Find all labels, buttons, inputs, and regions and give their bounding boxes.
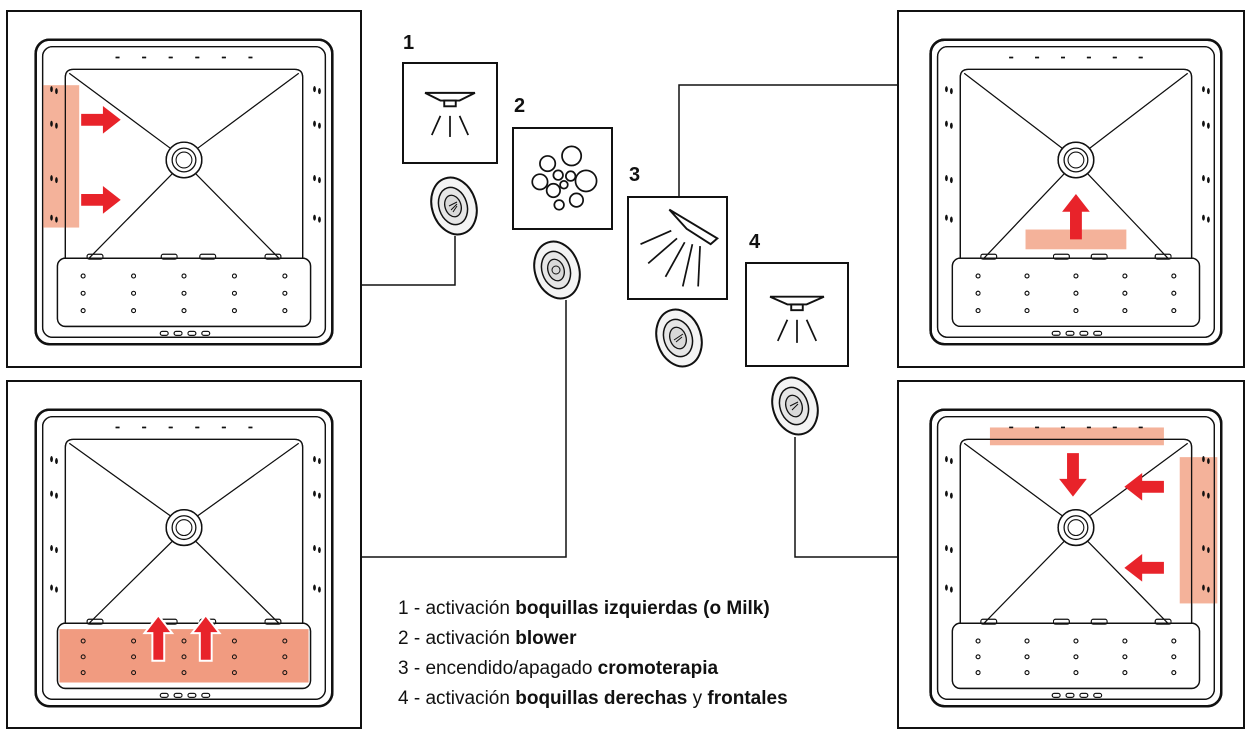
push-button-4[interactable] <box>768 374 822 438</box>
legend-row-2: 2 - activación blower <box>398 628 577 649</box>
tub-panel-chromotherapy <box>897 10 1245 368</box>
button-number-2: 2 <box>514 95 526 117</box>
push-button-2[interactable] <box>530 238 584 302</box>
button-3-icon-box <box>627 196 728 300</box>
push-button-1[interactable] <box>427 174 481 238</box>
legend-row-4: 4 - activación boquillas derechas y fron… <box>398 688 788 709</box>
tilted-spotlight-icon <box>640 208 719 287</box>
bubbles-icon <box>531 145 598 211</box>
button-number-3: 3 <box>629 164 641 186</box>
button-2-icon-box <box>512 127 613 230</box>
single-spotlight-icon <box>424 91 476 137</box>
button-number-4: 4 <box>749 231 761 253</box>
legend: 1 - activación boquillas izquierdas (o M… <box>398 594 788 714</box>
tub-panel-right-front-jets <box>897 380 1245 729</box>
button-number-1: 1 <box>403 32 415 54</box>
tub-panel-blower <box>6 380 362 729</box>
button-1-icon-box <box>402 62 498 164</box>
tub-panel-left-jets <box>6 10 362 368</box>
push-button-3[interactable] <box>652 306 706 370</box>
legend-row-3: 3 - encendido/apagado cromoterapia <box>398 658 719 679</box>
button-4-icon-box <box>745 262 849 367</box>
single-spotlight-icon <box>769 295 825 343</box>
legend-row-1: 1 - activación boquillas izquierdas (o M… <box>398 598 770 619</box>
